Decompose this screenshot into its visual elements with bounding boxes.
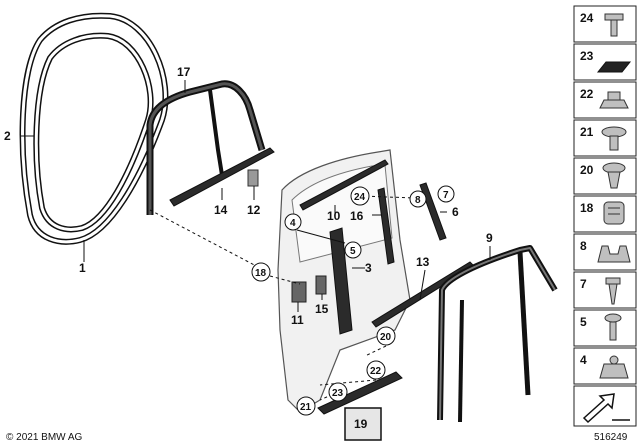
section-arrow-icon: [582, 393, 630, 424]
label-part-21: 21: [300, 402, 312, 413]
clip-12: [247, 169, 259, 187]
svg-text:4: 4: [580, 353, 587, 367]
copyright-text: © 2021 BMW AG: [6, 432, 83, 443]
label-part-10: 10: [327, 209, 341, 223]
label-part-18: 18: [255, 268, 267, 279]
label-part-16: 16: [350, 209, 364, 223]
screw-icon: [604, 313, 622, 341]
label-part-5: 5: [350, 246, 356, 257]
legend-cell-21: [573, 119, 637, 157]
push-rivet-icon: [601, 126, 627, 151]
callout-circle-7: [437, 185, 455, 203]
highlight-box-19: [344, 407, 382, 441]
svg-text:24: 24: [580, 11, 594, 25]
window-frame-seal-illustration: [146, 80, 266, 215]
strip-6: [419, 182, 447, 241]
callout-circle-21: [296, 396, 316, 416]
svg-text:23: 23: [580, 49, 594, 63]
callout-circle-23: [328, 382, 348, 402]
window-strip-10: [299, 159, 389, 211]
label-part-22: 22: [370, 366, 382, 377]
trim-16: [377, 187, 395, 265]
svg-text:22: 22: [580, 87, 594, 101]
label-part-13: 13: [416, 255, 430, 269]
callout-circle-24: [350, 186, 370, 206]
label-part-6: 6: [452, 205, 459, 219]
callout-circle-18: [251, 262, 271, 282]
legend-cell-22: [573, 81, 637, 119]
tapping-screw-icon: [605, 277, 621, 305]
label-part-7: 7: [443, 190, 449, 201]
label-part-14: 14: [214, 203, 228, 217]
legend-cell-20: [573, 157, 637, 195]
spring-nut-icon: [599, 355, 629, 379]
door-seal-illustration: [19, 12, 169, 245]
parts-legend: 24 23 22 21 20 18: [573, 5, 637, 427]
handle-11: [291, 281, 307, 303]
handle-15: [315, 275, 327, 295]
expanding-rivet-icon: [602, 162, 626, 189]
svg-text:7: 7: [580, 277, 587, 291]
label-part-15: 15: [315, 302, 329, 316]
svg-text:21: 21: [580, 125, 594, 139]
legend-cell-7: [573, 271, 637, 309]
label-part-17: 17: [177, 65, 191, 79]
svg-text:5: 5: [580, 315, 587, 329]
label-part-1: 1: [79, 261, 86, 275]
label-part-11: 11: [291, 313, 304, 327]
label-part-9: 9: [486, 231, 493, 245]
svg-text:18: 18: [580, 201, 594, 215]
callout-circle-22: [366, 360, 386, 380]
legend-cell-24: [573, 5, 637, 43]
callout-circle-4: [284, 213, 302, 231]
label-part-2: 2: [4, 129, 11, 143]
label-part-4: 4: [290, 218, 296, 229]
label-part-23: 23: [332, 388, 344, 399]
part-labels: 2 1 17 14 12 10 16 6 3 13 9 11 15 4 5 24…: [4, 65, 493, 441]
svg-text:8: 8: [580, 239, 587, 253]
bolt-screw-icon: [604, 13, 624, 37]
plug-icon: [603, 201, 625, 225]
label-part-3: 3: [365, 261, 372, 275]
pad-icon: [596, 61, 632, 73]
label-part-20: 20: [380, 332, 392, 343]
window-frame-9: [437, 245, 558, 421]
belt-strip-14: [169, 147, 275, 207]
label-part-19: 19: [354, 417, 368, 431]
document-number: 516249: [594, 432, 628, 443]
legend-cell-5: [573, 309, 637, 347]
pillar-trim-3: [329, 227, 353, 335]
bracket-clip-icon: [597, 245, 631, 263]
leader-lines: [20, 80, 491, 405]
callout-circle-8: [409, 190, 427, 208]
callout-circle-5: [344, 241, 362, 259]
callout-circle-20: [376, 326, 396, 346]
clip-nut-icon: [599, 91, 629, 109]
label-part-12: 12: [247, 203, 261, 217]
label-part-24: 24: [354, 192, 366, 203]
label-part-8: 8: [415, 195, 421, 206]
lower-strip-19: [317, 371, 403, 415]
svg-text:20: 20: [580, 163, 594, 177]
